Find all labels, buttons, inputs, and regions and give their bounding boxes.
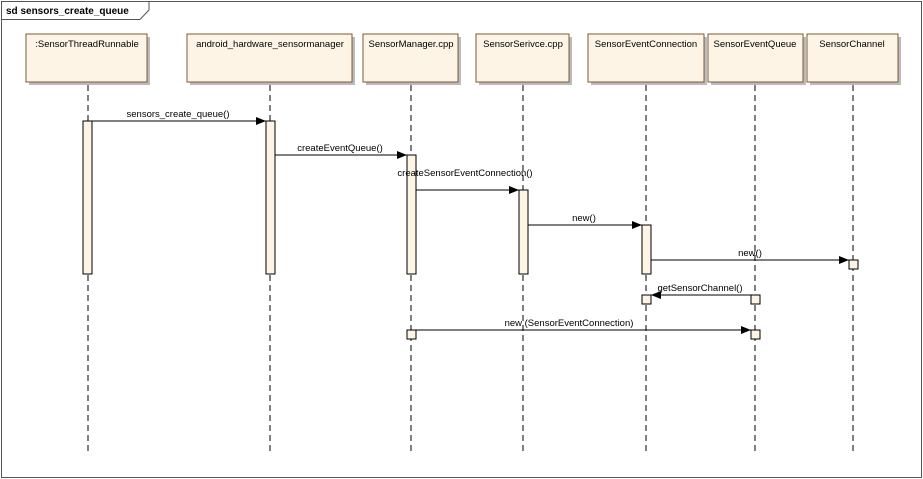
participant-label: SensorEventQueue bbox=[714, 39, 797, 50]
activation-bar bbox=[406, 154, 417, 275]
message-label: createSensorEventConnection() bbox=[397, 168, 532, 179]
participants: :SensorThreadRunnable android_hardware_s… bbox=[25, 33, 901, 85]
activation-bar bbox=[641, 224, 652, 275]
message-label: getSensorChannel() bbox=[657, 283, 742, 294]
participant-label: android_hardware_sensormanager bbox=[196, 39, 344, 50]
messages: sensors_create_queue() createEventQueue(… bbox=[92, 109, 849, 334]
activation-bar bbox=[518, 189, 529, 275]
participant-sensor-manager-cpp: SensorManager.cpp bbox=[362, 33, 461, 85]
participant-sensor-thread-runnable: :SensorThreadRunnable bbox=[25, 33, 150, 85]
message-sensors-create-queue: sensors_create_queue() bbox=[92, 109, 266, 125]
message-create-sensor-event-connection: createSensorEventConnection() bbox=[397, 168, 533, 194]
activation-bar bbox=[750, 294, 761, 305]
activation-bar bbox=[750, 329, 761, 340]
activations bbox=[82, 120, 859, 340]
message-new-sensor-channel: new() bbox=[651, 248, 849, 264]
participant-label: SensorChannel bbox=[819, 39, 885, 50]
message-label: new (SensorEventConnection) bbox=[505, 318, 634, 329]
participant-sensor-serivce-cpp: SensorSerivce.cpp bbox=[475, 33, 572, 85]
participant-sensor-channel: SensorChannel bbox=[806, 33, 901, 85]
participant-sensor-event-queue: SensorEventQueue bbox=[707, 33, 806, 85]
participant-label: SensorEventConnection bbox=[595, 39, 697, 50]
participant-label: SensorSerivce.cpp bbox=[483, 39, 563, 50]
participant-sensor-event-connection: SensorEventConnection bbox=[587, 33, 707, 85]
message-get-sensor-channel: getSensorChannel() bbox=[651, 283, 751, 299]
message-label: createEventQueue() bbox=[297, 143, 383, 154]
message-new-sensor-event-queue: new (SensorEventConnection) bbox=[416, 318, 751, 334]
message-label: new() bbox=[572, 213, 596, 224]
frame-title-tab bbox=[1, 1, 150, 20]
activation-bar bbox=[265, 120, 276, 275]
message-create-event-queue: createEventQueue() bbox=[275, 143, 407, 159]
message-label: new() bbox=[738, 248, 762, 259]
activation-bar bbox=[641, 294, 652, 305]
participant-android-hardware-sensormanager: android_hardware_sensormanager bbox=[186, 33, 355, 85]
activation-bar bbox=[406, 329, 417, 340]
activation-bar bbox=[848, 259, 859, 270]
participant-label: SensorManager.cpp bbox=[368, 39, 453, 50]
participant-label: :SensorThreadRunnable bbox=[35, 39, 139, 50]
message-label: sensors_create_queue() bbox=[127, 109, 230, 120]
message-new-sensor-event-connection: new() bbox=[528, 213, 642, 229]
frame-title: sd sensors_create_queue bbox=[6, 6, 129, 17]
activation-bar bbox=[82, 120, 93, 275]
